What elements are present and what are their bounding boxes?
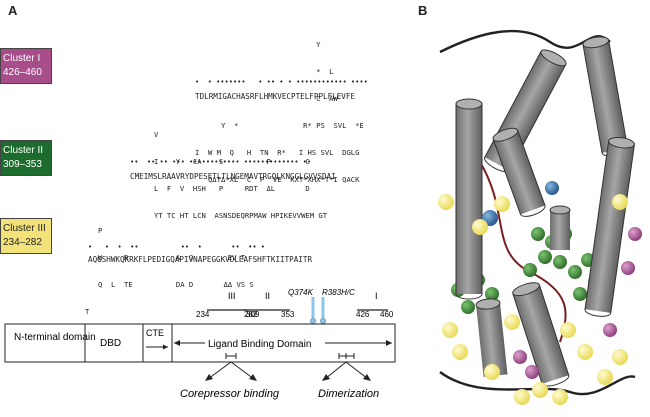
sphere-yellow xyxy=(532,382,548,398)
sphere-yellow xyxy=(494,196,510,212)
corepressor-marker xyxy=(225,353,237,359)
anno-line: T xyxy=(85,307,116,316)
cluster-i-sequence: TDLRMIGACHASRFLHMKVECPTELFPPLFLEVFE xyxy=(195,92,356,101)
sphere-purple xyxy=(513,350,527,364)
sphere-green xyxy=(531,227,545,241)
structure-3d xyxy=(438,29,642,405)
sphere-yellow xyxy=(577,344,593,360)
sphere-blue xyxy=(545,181,559,195)
sphere-green xyxy=(461,300,475,314)
anno-line: QΔTΔ*XL C P VE KXT*XHX*T*I QACK xyxy=(195,175,360,184)
lbd-label: Ligand Binding Domain xyxy=(208,339,311,350)
sphere-green xyxy=(568,265,582,279)
sphere-green xyxy=(553,255,567,269)
dbd-label: DBD xyxy=(100,338,121,349)
range-ii-numeral: II xyxy=(265,291,270,301)
helix xyxy=(455,98,483,300)
sphere-yellow xyxy=(552,389,568,405)
range-i: I 426 460 xyxy=(356,291,394,319)
sphere-yellow xyxy=(504,314,520,330)
range-i-start: 426 xyxy=(356,310,370,319)
panel-a-label: A xyxy=(8,3,18,18)
range-iii: III 234 282 xyxy=(196,291,258,319)
cluster-i-dots: • • ••••••• • •• • • •••••••••••• •••• xyxy=(195,78,368,86)
dimerization-label: Dimerization xyxy=(318,388,379,400)
sphere-green xyxy=(573,287,587,301)
anno-line: * L xyxy=(195,67,334,76)
sphere-green xyxy=(485,287,499,301)
domain-diagram: III 234 282 II 309 353 I 426 460 Q374K R… xyxy=(4,288,396,400)
sphere-yellow xyxy=(452,344,468,360)
cte-label: CTE xyxy=(146,328,164,338)
helix xyxy=(549,205,571,250)
sphere-purple xyxy=(525,365,539,379)
sphere-purple xyxy=(621,261,635,275)
anno-line: Y * R* PS SVL *E xyxy=(195,121,364,130)
range-iii-start: 234 xyxy=(196,310,210,319)
sphere-yellow xyxy=(438,194,454,210)
sphere-yellow xyxy=(560,322,576,338)
sphere-yellow xyxy=(472,219,488,235)
anno-line: W R A G EV T xyxy=(85,253,246,262)
mutation-r383hc-label: R383H/C xyxy=(322,288,355,297)
cluster-iii-spheres xyxy=(438,194,628,405)
cluster-iii-sequence: AQGSHWKQKRKFLPEDIGQAPIVNAPEGGKVDLEAFSHFT… xyxy=(88,255,313,264)
panel-b-label: B xyxy=(418,3,428,18)
anno-line: Q L TE DA D ΔΔ VS S xyxy=(85,280,254,289)
cluster-i-name: Cluster I xyxy=(3,53,41,64)
cluster-ii-box: Cluster II 309–353 xyxy=(0,140,52,176)
anno-line: Y xyxy=(195,40,321,49)
sphere-yellow xyxy=(484,364,500,380)
range-i-numeral: I xyxy=(375,291,378,301)
range-iii-numeral: III xyxy=(228,291,236,301)
corepressor-label: Corepressor binding xyxy=(180,388,280,400)
anno-line: YT TC HT LCN ASNSDEQRPMAW HPIKEVVWEM GT xyxy=(115,211,328,220)
cluster-ii-name: Cluster II xyxy=(3,145,44,156)
anno-line: C AW xyxy=(195,94,338,103)
cluster-i-range: 426–460 xyxy=(3,67,42,78)
cluster-i-box: Cluster I 426–460 xyxy=(0,48,52,84)
sphere-yellow xyxy=(597,369,613,385)
sphere-green xyxy=(523,263,537,277)
anno-line: V xyxy=(115,130,159,139)
anno-line: L F V HSH P RDT ΔL D xyxy=(115,184,310,193)
sphere-yellow xyxy=(612,194,628,210)
cluster-i-spheres xyxy=(513,227,642,379)
helix xyxy=(475,298,508,377)
cluster-iii-box: Cluster III 234–282 xyxy=(0,218,52,254)
cluster-ii-dots: •• •• •• ••• •••••••••••• ••••••••••••• … xyxy=(130,158,312,166)
range-ii: II 309 353 xyxy=(243,291,295,319)
loop-bottom xyxy=(439,371,636,396)
range-i-end: 460 xyxy=(380,310,394,319)
cluster-iii-name: Cluster III xyxy=(3,223,46,234)
sphere-purple xyxy=(628,227,642,241)
cluster-i-mutations: Y * L C AW Y * R* PS SVL *E I W M Q H TN… xyxy=(195,22,364,193)
range-ii-end: 353 xyxy=(281,310,295,319)
helix xyxy=(512,282,570,387)
anno-line: I Y CA S P C xyxy=(115,157,310,166)
range-ii-start: 309 xyxy=(246,310,260,319)
helix xyxy=(492,127,546,217)
helix xyxy=(584,136,635,317)
helices xyxy=(455,36,635,387)
cluster-ii-sequence: CMEIMSLRAAVRYDPESETLTLNGEMAVTRGQLKNGGLGV… xyxy=(130,172,336,181)
sphere-yellow xyxy=(612,349,628,365)
range-iii-end: 282 xyxy=(244,310,258,319)
sphere-green xyxy=(538,250,552,264)
cluster-ii-mutations: V I Y CA S P C L F V HSH P RDT ΔL D YT T… xyxy=(115,112,327,229)
anno-line: I W M Q H TN R* I HS SVL DGLG xyxy=(195,148,360,157)
sphere-yellow xyxy=(442,322,458,338)
dimerization-marker xyxy=(338,353,355,359)
anno-line: P xyxy=(85,226,103,235)
cluster-iii-range: 234–282 xyxy=(3,237,42,248)
cluster-iii-dots: • • • •• •• • •• •• • xyxy=(88,243,266,251)
sphere-yellow xyxy=(514,389,530,405)
n-terminal-domain-label: N-terminal domain xyxy=(14,332,96,343)
cluster-iii-mutations: P W R A G EV T Q L TE DA D ΔΔ VS S T xyxy=(85,208,254,325)
cluster-ii-range: 309–353 xyxy=(3,159,42,170)
mutation-q374k-label: Q374K xyxy=(288,288,314,297)
sphere-purple xyxy=(603,323,617,337)
